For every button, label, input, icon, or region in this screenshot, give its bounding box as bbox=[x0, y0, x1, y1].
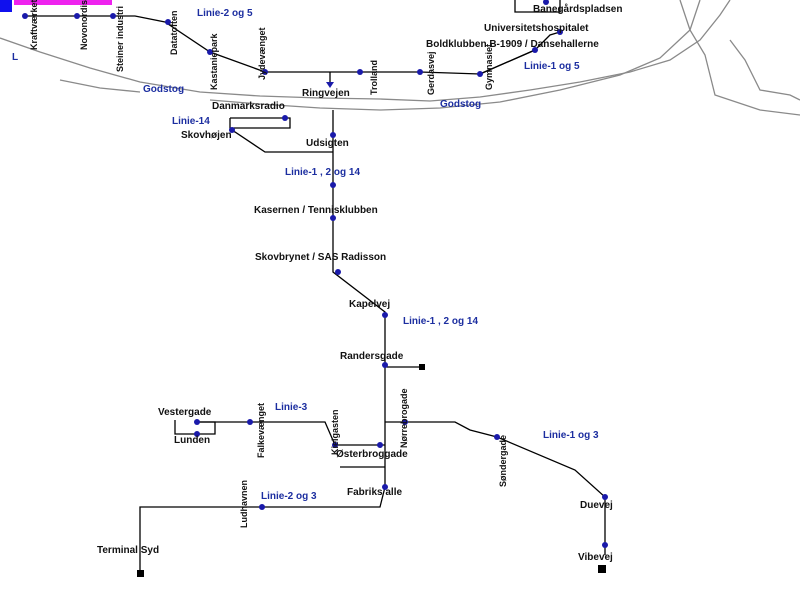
stop-label-kraftvaerket: Kraftværket bbox=[29, 0, 39, 50]
route-label-linie-1-og-5: Linie-1 og 5 bbox=[524, 61, 580, 72]
stop-label-trolland: Trolland bbox=[369, 59, 379, 95]
stop-label-gerdasvej: Gerdasvej bbox=[426, 51, 436, 95]
terminal-marker-terminal-syd bbox=[137, 570, 144, 577]
railway-lines bbox=[0, 0, 800, 116]
stop-label-udsigten: Udsigten bbox=[306, 138, 349, 149]
corner-blue-block bbox=[0, 0, 12, 12]
stop-label-duevej: Duevej bbox=[580, 500, 613, 511]
stop-label-randersgade: Randersgade bbox=[340, 351, 404, 362]
rail-label-godstog-left: Godstog bbox=[143, 84, 185, 95]
stop-label-datatoften: Datatoften bbox=[169, 10, 179, 56]
route-label-linie-3: Linie-3 bbox=[275, 402, 308, 413]
rail-label-godstog-right: Godstog bbox=[440, 99, 482, 110]
stop-label-norrebrogade: Nørrebrogade bbox=[399, 388, 409, 448]
terminal-marker-randersgade bbox=[419, 364, 425, 370]
stop-label-falkevaenget: Falkevænget bbox=[256, 402, 266, 458]
stop-label-vibevej: Vibevej bbox=[578, 552, 613, 563]
stop-label-kastaniepark: Kastaniepark bbox=[209, 33, 219, 90]
route-label-linie-1-2-14-lower: Linie-1 , 2 og 14 bbox=[403, 316, 479, 327]
stop-label-kielgasten: Kielgasten bbox=[330, 409, 340, 455]
stop-label-jydevaenget: Jydevænget bbox=[257, 27, 267, 80]
corner-magenta-bar bbox=[14, 0, 112, 5]
stop-dots bbox=[22, 0, 608, 548]
direction-arrow bbox=[326, 82, 334, 88]
stop-label-skovbrynet: Skovbrynet / SAS Radisson bbox=[255, 252, 387, 263]
stop-label-novonordisk: Novonordisk bbox=[79, 0, 89, 50]
stop-label-kasernen: Kasernen / Tennisklubben bbox=[254, 205, 378, 216]
route-label-linie-2-og-5: Linie-2 og 5 bbox=[197, 8, 253, 19]
corner-letter: L bbox=[12, 52, 19, 63]
route-label-linie-1-2-14-upper: Linie-1 , 2 og 14 bbox=[285, 167, 361, 178]
stop-label-vestergade: Vestergade bbox=[158, 407, 212, 418]
stop-label-gymnasiet: Gymnasiet bbox=[484, 43, 494, 90]
route-label-linie-1-og-3: Linie-1 og 3 bbox=[543, 430, 599, 441]
terminal-marker-vibevej bbox=[598, 565, 606, 573]
stop-label-ludhavnen: Ludhavnen bbox=[239, 479, 249, 528]
stop-label-lunden: Lunden bbox=[174, 435, 211, 446]
stop-label-skovhojen: Skovhøjen bbox=[181, 130, 232, 141]
route-label-linie-2-og-3: Linie-2 og 3 bbox=[261, 491, 317, 502]
stop-label-universitetshospitalet: Universitetshospitalet bbox=[484, 23, 589, 34]
route-lines bbox=[25, 0, 606, 572]
stop-label-sondergade: Søndergade bbox=[498, 434, 508, 487]
stop-label-steiner: Steiner industri bbox=[115, 5, 125, 72]
route-label-linie-14: Linie-14 bbox=[172, 116, 210, 127]
stop-label-danmarksradio: Danmarksradio bbox=[212, 101, 285, 112]
stop-label-terminal-syd: Terminal Syd bbox=[97, 545, 160, 556]
stop-label-osterbrogade: Østerbroggade bbox=[336, 449, 408, 460]
stop-label-fabriks-alle: Fabriks alle bbox=[347, 487, 403, 498]
stop-label-boldklubben: Boldklubben B-1909 / Dansehallerne bbox=[426, 39, 599, 50]
stop-label-banegaardspladsen: Banegårdspladsen bbox=[533, 4, 623, 15]
stop-label-ringvejen: Ringvejen bbox=[302, 88, 350, 99]
stop-label-kapelvej: Kapelvej bbox=[349, 299, 391, 310]
